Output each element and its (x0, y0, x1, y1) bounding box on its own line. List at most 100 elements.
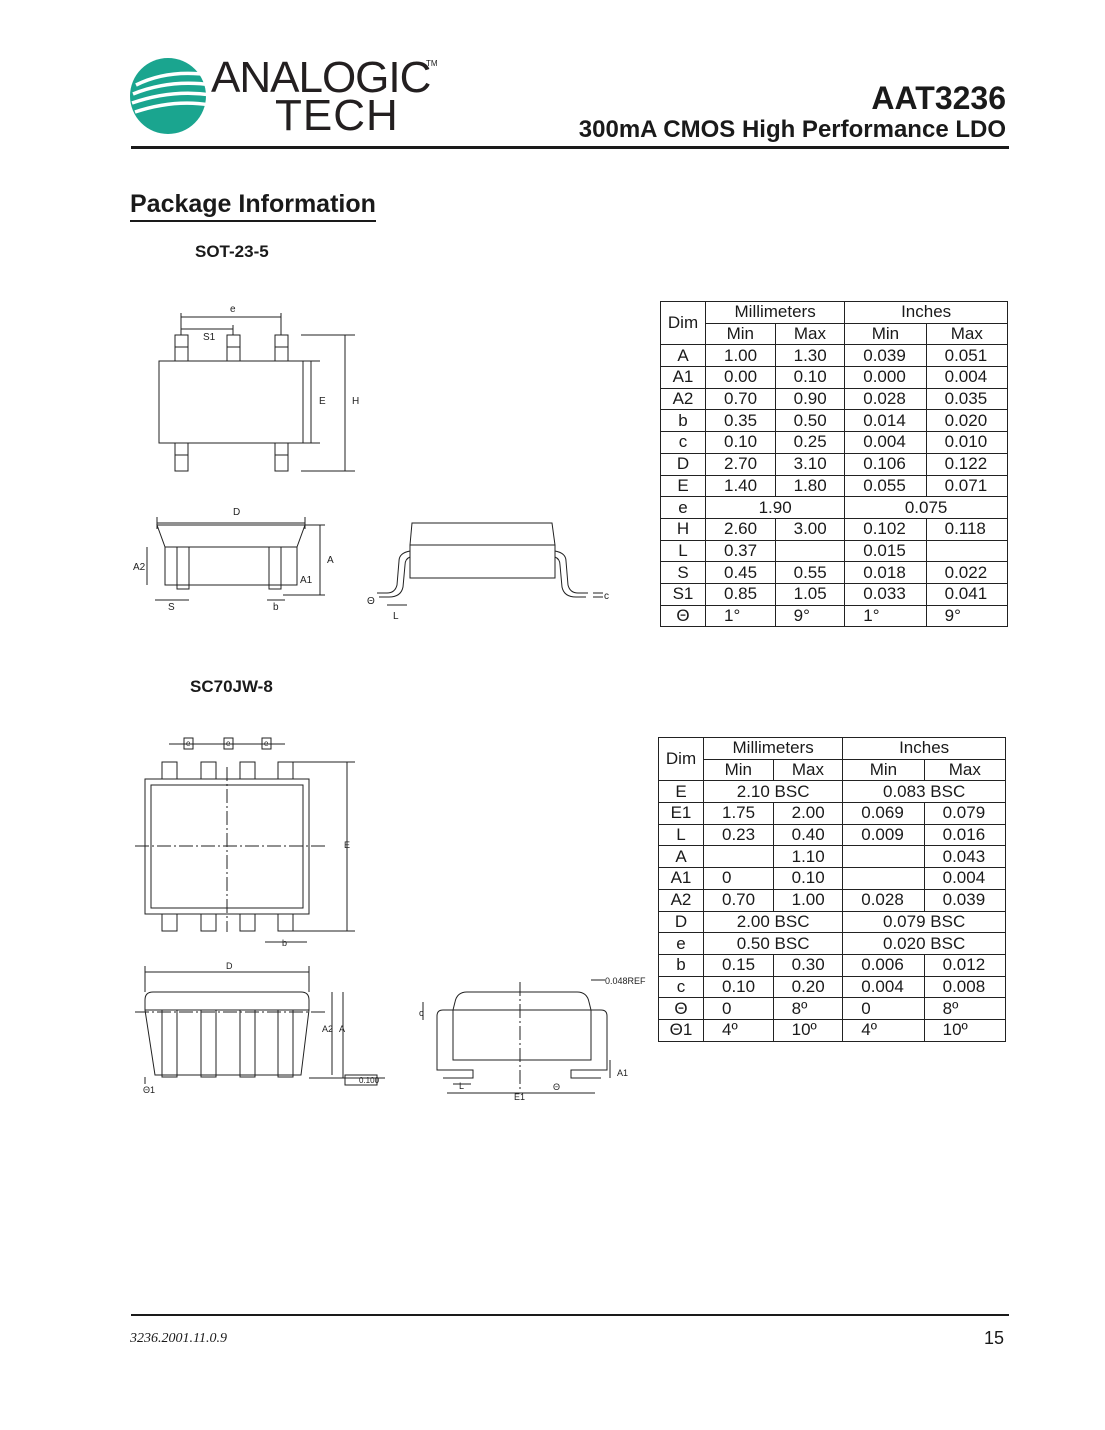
inch-span-cell: 0.083 BSC (842, 780, 1006, 804)
dim-cell: E (660, 474, 706, 498)
inch-min-cell: 0.055 (844, 474, 927, 498)
sot23-subheader-max-1: Max (774, 322, 846, 346)
sot23-header-millimeters: Millimeters (704, 301, 846, 324)
sc70-header-millimeters: Millimeters (702, 737, 844, 760)
sot23-label-d: D (233, 507, 240, 518)
sot23-label-e: e (230, 304, 236, 315)
sc70-label-048ref: 0.048REF (605, 976, 646, 986)
dim-cell: A1 (658, 867, 704, 890)
mm-max-cell: 0.10 (772, 867, 844, 890)
sot23-label-h: H (352, 396, 359, 407)
inch-max-cell: 8º (923, 997, 1007, 1020)
inch-max-cell: 10º (923, 1018, 1007, 1042)
mm-min-cell: 0.10 (705, 431, 776, 454)
inch-min-cell (842, 867, 925, 890)
sot23-drawing: e S1 E H D A2 A A1 S b Θ L c (133, 304, 609, 622)
dim-cell: L (660, 539, 706, 563)
sot23-header-dim: Dim (660, 300, 706, 346)
mm-max-cell: 1.80 (774, 474, 846, 498)
inch-max-cell: 0.039 (923, 888, 1007, 912)
document-subtitle: 300mA CMOS High Performance LDO (578, 116, 1006, 143)
mm-min-cell: 1.40 (705, 474, 776, 498)
sot23-label-a1: A1 (300, 575, 313, 586)
mm-max-cell: 10º (772, 1018, 844, 1042)
mm-max-cell: 1.30 (774, 344, 846, 368)
mm-max-cell: 2.00 (772, 802, 844, 825)
mm-min-cell: 2.60 (705, 517, 776, 541)
inch-max-cell: 0.118 (925, 517, 1009, 541)
sot23-label-c: c (604, 591, 609, 602)
dim-cell: A2 (658, 888, 704, 912)
mm-max-cell: 9° (774, 604, 846, 628)
inch-span-cell: 0.075 (844, 496, 1008, 519)
dim-cell: D (660, 452, 706, 476)
inch-min-cell (842, 845, 925, 869)
inch-max-cell: 0.035 (925, 387, 1009, 411)
inch-max-cell: 9° (925, 604, 1009, 628)
sc70-label-c: c (419, 1008, 424, 1018)
dim-cell: c (658, 975, 704, 999)
sot23-label-theta: Θ (367, 596, 375, 607)
mm-min-cell: 1.75 (703, 802, 774, 825)
sc70-label-l: L (459, 1081, 464, 1091)
sc70-subheader-max-1: Max (772, 758, 844, 782)
page-number: 15 (983, 1328, 1004, 1348)
inch-max-cell: 0.016 (923, 823, 1007, 847)
inch-min-cell: 0.004 (844, 431, 927, 454)
package-title-sc70jw8: SC70JW-8 (190, 677, 273, 696)
dim-cell: A2 (660, 387, 706, 411)
mm-min-cell: 0.45 (705, 561, 776, 584)
mm-min-cell: 0.00 (705, 366, 776, 389)
dim-cell: Θ1 (658, 1018, 704, 1042)
mm-max-cell: 0.50 (774, 409, 846, 433)
sc70-label-a2: A2 (322, 1024, 333, 1034)
inch-min-cell: 0.028 (844, 387, 927, 411)
inch-max-cell: 0.071 (925, 474, 1009, 498)
sot23-body-top-view (158, 360, 304, 444)
mm-span-cell: 0.50 BSC (702, 932, 844, 955)
sc70-label-b: b (282, 938, 287, 948)
dim-cell: e (660, 496, 706, 519)
sot23-label-a2: A2 (133, 562, 146, 573)
mm-max-cell: 3.00 (774, 517, 846, 541)
sot23-label-E: E (319, 396, 326, 407)
inch-min-cell: 0.033 (844, 582, 927, 606)
inch-max-cell: 0.012 (923, 953, 1007, 977)
sc70-label-e-1: e (186, 739, 191, 748)
inch-min-cell: 0.000 (844, 366, 927, 389)
sc70-label-e-3: e (264, 739, 269, 748)
inch-span-cell: 0.020 BSC (842, 932, 1006, 955)
mm-min-cell: 2.70 (705, 452, 776, 476)
sc70-header-dim: Dim (658, 736, 704, 782)
mm-span-cell: 1.90 (704, 496, 846, 519)
sc70-label-e1: E1 (514, 1092, 525, 1102)
inch-min-cell: 0.014 (844, 409, 927, 433)
mm-min-cell: 0.23 (703, 823, 774, 847)
dim-cell: E (658, 780, 704, 804)
inch-max-cell: 0.041 (925, 582, 1009, 606)
mm-max-cell: 8º (772, 997, 844, 1020)
sc70-label-e-2: e (226, 739, 231, 748)
section-title: Package Information (130, 190, 376, 222)
dim-cell: S1 (660, 582, 706, 606)
mm-max-cell: 0.90 (774, 387, 846, 411)
mm-min-cell: 0 (703, 997, 774, 1020)
logo-wordmark-bottom: TECH (275, 91, 399, 140)
dim-cell: E1 (658, 802, 704, 825)
dim-cell: D (658, 910, 704, 934)
dim-cell: S (660, 561, 706, 584)
document-number: 3236.2001.11.0.9 (130, 1331, 227, 1346)
inch-min-cell: 0 (842, 997, 925, 1020)
